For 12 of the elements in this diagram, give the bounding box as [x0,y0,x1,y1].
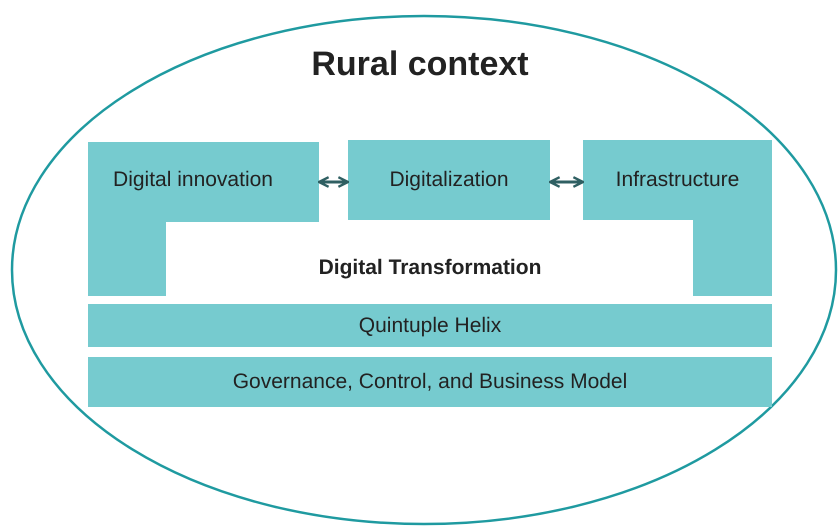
box-label: Digital innovation [113,167,273,193]
box-label: Digitalization [389,167,509,193]
double-arrow [548,176,584,188]
section-heading: Digital Transformation [318,255,542,281]
diagram-heading: Rural context [311,44,529,84]
layer-bar [88,357,772,407]
layer-bar [88,304,772,347]
bar-label: Quintuple Helix [358,312,502,338]
bar-label: Governance, Control, and Business Model [232,369,628,395]
double-arrow [318,176,350,188]
box-label: Infrastructure [616,167,740,193]
process-box [348,140,550,220]
